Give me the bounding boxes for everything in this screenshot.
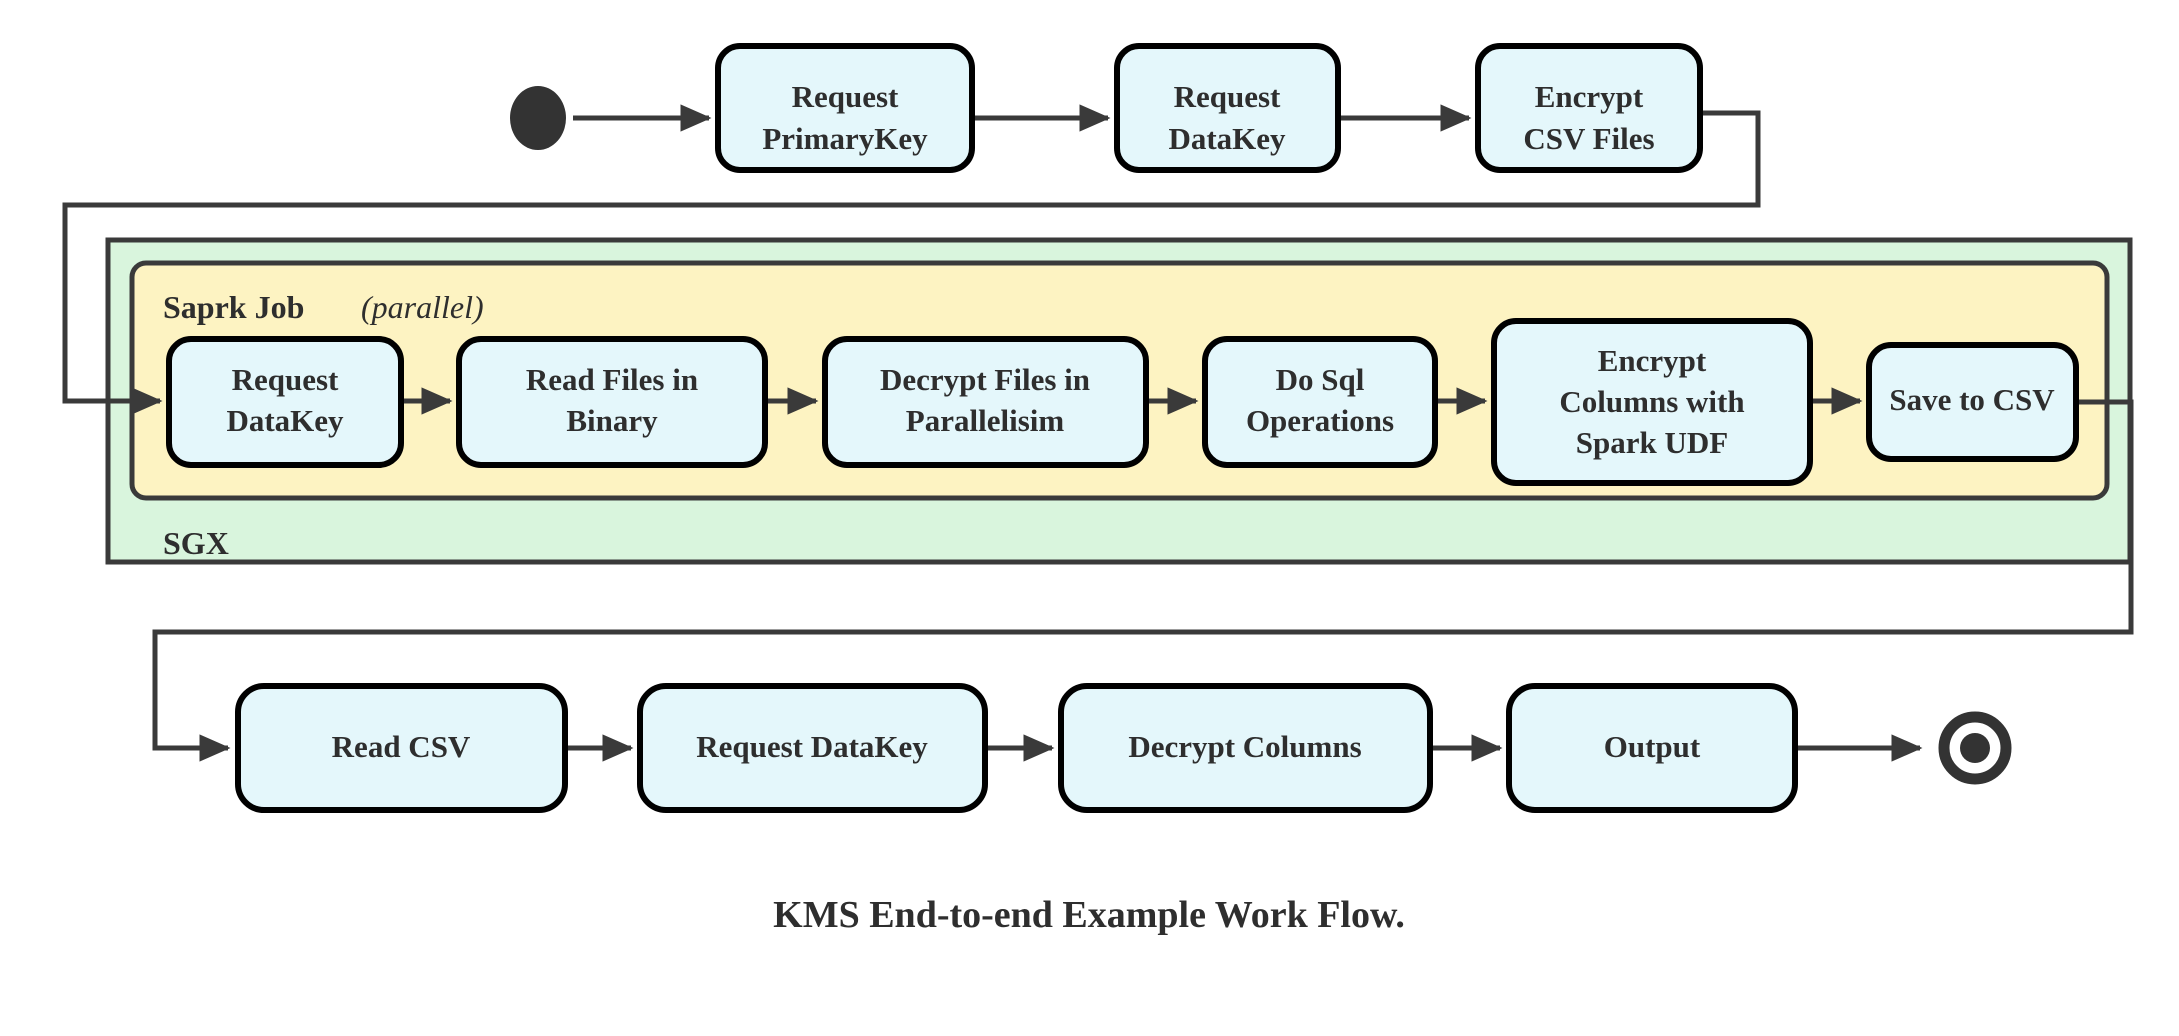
- connectors: [62, 104, 2134, 762]
- edge-encrypt-csv-to-spark-datakey: [62, 110, 1761, 415]
- node-request-datakey-bottom-box[interactable]: [637, 683, 988, 813]
- node-read-files-in-binary-line2: Binary: [566, 403, 658, 438]
- node-decrypt-columns-box[interactable]: [1058, 683, 1433, 813]
- node-encrypt-columns-with-spark-udf-box[interactable]: [1491, 318, 1813, 486]
- node-request-datakey-spark-line1: Request: [232, 362, 339, 397]
- node-save-to-csv-label: Save to CSV: [1889, 382, 2055, 417]
- node-output[interactable]: Output: [1506, 683, 1798, 813]
- node-do-sql-operations-line2: Operations: [1246, 403, 1394, 438]
- node-output-label: Output: [1604, 729, 1701, 764]
- node-encrypt-columns-line3: Spark UDF: [1576, 425, 1728, 460]
- node-decrypt-files-in-parallelisim-line1: Decrypt Files in: [880, 362, 1090, 397]
- end-node: [1938, 711, 2012, 785]
- start-node: [510, 86, 566, 150]
- node-request-datakey-top-box[interactable]: [1114, 43, 1341, 173]
- node-request-datakey-spark-line2: DataKey: [226, 403, 344, 438]
- node-request-primarykey[interactable]: Request PrimaryKey: [715, 43, 975, 173]
- node-read-csv-box[interactable]: [235, 683, 568, 813]
- node-encrypt-columns-line2: Columns with: [1559, 384, 1744, 419]
- node-read-files-in-binary[interactable]: Read Files in Binary: [456, 336, 768, 468]
- node-decrypt-files-in-parallelisim-box[interactable]: [822, 336, 1149, 468]
- node-read-csv[interactable]: Read CSV: [235, 683, 568, 813]
- node-request-datakey-bottom-label: Request DataKey: [696, 729, 928, 764]
- node-read-csv-label: Read CSV: [332, 729, 471, 764]
- node-request-primarykey-box[interactable]: [715, 43, 975, 173]
- node-output-box[interactable]: [1506, 683, 1798, 813]
- node-decrypt-columns[interactable]: Decrypt Columns: [1058, 683, 1433, 813]
- node-decrypt-files-in-parallelisim[interactable]: Decrypt Files in Parallelisim: [822, 336, 1149, 468]
- node-request-datakey-bottom[interactable]: Request DataKey: [637, 683, 988, 813]
- node-encrypt-csv-files-line1: Encrypt: [1535, 79, 1644, 114]
- node-encrypt-columns-with-spark-udf[interactable]: Encrypt Columns with Spark UDF: [1491, 318, 1813, 486]
- node-do-sql-operations-line1: Do Sql: [1276, 362, 1365, 397]
- edge-save-csv-to-read-csv: [152, 399, 2134, 762]
- node-encrypt-columns-line1: Encrypt: [1598, 343, 1707, 378]
- node-do-sql-operations[interactable]: Do Sql Operations: [1202, 336, 1438, 468]
- node-request-datakey-spark-box[interactable]: [166, 336, 404, 468]
- diagram-caption: KMS End-to-end Example Work Flow.: [773, 894, 1405, 936]
- node-request-datakey-top[interactable]: Request DataKey: [1114, 43, 1341, 173]
- node-save-to-csv[interactable]: Save to CSV: [1866, 342, 2079, 462]
- node-request-datakey-top-line1: Request: [1174, 79, 1281, 114]
- spark-job-parallel-qualifier: (parallel): [361, 289, 484, 325]
- node-encrypt-csv-files-line2: CSV Files: [1523, 121, 1654, 156]
- node-request-datakey-spark[interactable]: Request DataKey: [166, 336, 404, 468]
- node-do-sql-operations-box[interactable]: [1202, 336, 1438, 468]
- sgx-group-label: SGX: [163, 525, 229, 561]
- end-node-dot: [1960, 733, 1990, 763]
- node-request-primarykey-line1: Request: [792, 79, 899, 114]
- node-request-datakey-top-line2: DataKey: [1168, 121, 1286, 156]
- node-decrypt-columns-label: Decrypt Columns: [1128, 729, 1361, 764]
- start-node-circle: [510, 86, 566, 150]
- node-encrypt-csv-files-box[interactable]: [1475, 43, 1703, 173]
- node-save-to-csv-box[interactable]: [1866, 342, 2079, 462]
- node-read-files-in-binary-line1: Read Files in: [526, 362, 698, 397]
- node-encrypt-csv-files[interactable]: Encrypt CSV Files: [1475, 43, 1703, 173]
- node-request-primarykey-line2: PrimaryKey: [762, 121, 928, 156]
- node-decrypt-files-in-parallelisim-line2: Parallelisim: [906, 403, 1065, 438]
- node-read-files-in-binary-box[interactable]: [456, 336, 768, 468]
- spark-job-group-label: Saprk Job: [163, 289, 304, 325]
